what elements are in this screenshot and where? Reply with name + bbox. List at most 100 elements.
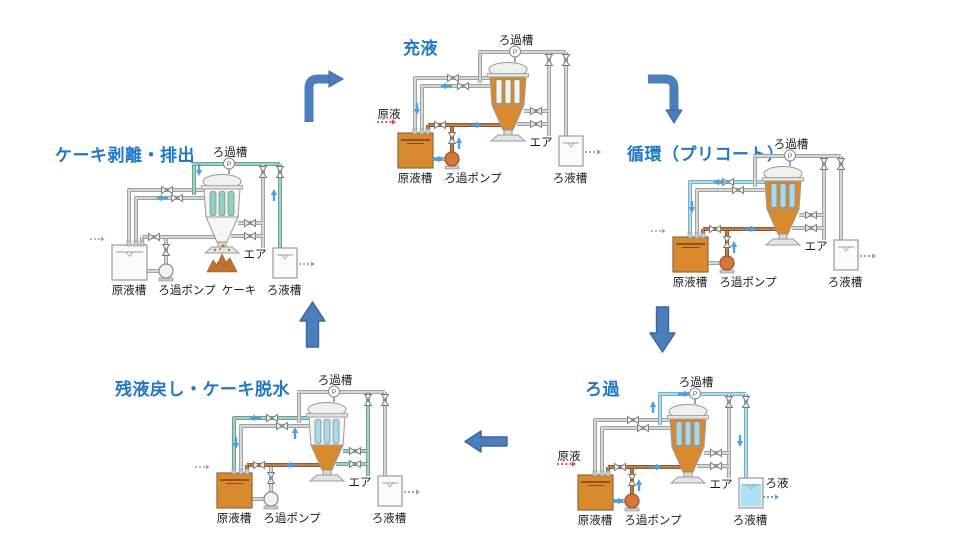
inflow-icon	[195, 464, 210, 470]
valve-icon	[561, 54, 571, 66]
raw-liquid-tank	[216, 468, 253, 509]
filtrate-outflow-icon	[403, 489, 420, 495]
label: ろ液槽	[267, 283, 302, 297]
cycle-arrow-down	[649, 306, 676, 359]
valve-icon	[544, 54, 554, 66]
flow-arrow-icon	[249, 414, 261, 422]
flow-arrow-icon	[432, 155, 444, 163]
valve-icon	[161, 185, 173, 195]
valve-icon	[258, 166, 268, 178]
valve-icon	[614, 462, 626, 472]
valve-icon	[805, 223, 817, 233]
filtrate-tank	[833, 239, 859, 271]
valve-icon	[637, 423, 649, 433]
label: ケーキ	[222, 284, 257, 297]
cycle-arrow-elbow-right-down	[645, 70, 687, 133]
flow-arrow-icon	[413, 103, 421, 115]
label: ろ液槽	[372, 511, 407, 525]
stage-schematic-filling: P ろ過槽原液槽ろ過ポンプエアろ液槽原液	[376, 34, 601, 185]
svg-text:P: P	[693, 391, 697, 398]
flow-arrow-icon	[470, 121, 482, 129]
filtrate-outflow-icon	[859, 253, 876, 259]
label: エア	[349, 477, 372, 489]
pressure-gauge-icon	[223, 157, 235, 170]
label: エア	[244, 249, 267, 261]
flow-arrow-icon	[156, 194, 168, 202]
flow-arrow-icon	[195, 164, 203, 176]
flow-arrow-icon	[232, 437, 240, 449]
valve-icon	[171, 193, 183, 203]
pressure-gauge-icon	[328, 385, 340, 398]
svg-text:P: P	[332, 389, 336, 396]
valve-icon	[161, 244, 171, 256]
label: ろ液槽	[733, 513, 768, 527]
flow-arrow-icon	[678, 390, 690, 398]
valve-icon	[349, 459, 361, 469]
cake-pile	[206, 244, 238, 273]
label: 原液槽	[398, 171, 433, 185]
valve-icon	[457, 81, 469, 91]
valve-icon	[530, 119, 542, 129]
label: ろ過槽	[774, 138, 809, 151]
label: ろ過槽	[499, 34, 534, 47]
raw-liquid-tank	[577, 470, 614, 511]
raw-liquid-inflow-icon	[376, 119, 396, 125]
label: エア	[805, 241, 828, 253]
cycle-arrow-up	[299, 300, 326, 353]
filter-pump	[719, 255, 735, 274]
flow-arrow-icon	[745, 225, 757, 233]
flow-arrow-icon	[440, 82, 452, 90]
valve-icon	[244, 231, 256, 241]
raw-liquid-tank	[672, 232, 709, 273]
valve-icon	[722, 177, 734, 187]
flow-arrow-icon	[285, 461, 297, 469]
valve-icon	[819, 158, 829, 170]
stage-title-filling: 充液	[403, 39, 438, 58]
label: エア	[530, 137, 553, 149]
valve-icon	[741, 396, 751, 408]
stage-schematic-filtration: P ろ過槽原液槽ろ過ポンプエアろ液槽原液ろ液	[556, 376, 789, 527]
filter-vessel: P	[667, 387, 709, 484]
valve-icon	[447, 73, 459, 83]
label: 原液槽	[112, 283, 147, 297]
filter-pump	[624, 493, 640, 512]
label: 原液槽	[673, 275, 708, 289]
pressure-gauge-icon	[784, 149, 796, 162]
label: ろ液槽	[553, 171, 588, 185]
valve-icon	[722, 236, 732, 248]
flow-arrow-icon	[730, 241, 738, 253]
svg-text:P: P	[513, 49, 517, 56]
valve-icon	[275, 166, 285, 178]
filtrate-tank	[377, 475, 403, 507]
valve-icon	[266, 413, 278, 423]
stage-schematic-discharge: P ろ過槽原液槽ろ過ポンプ	[90, 146, 315, 297]
label: ろ過ポンプ	[158, 284, 216, 297]
label: ろ過ポンプ	[263, 512, 321, 525]
valve-icon	[530, 106, 542, 116]
valve-icon	[266, 472, 276, 484]
label: ろ過ポンプ	[719, 276, 777, 289]
flow-arrow-icon	[612, 497, 624, 505]
flow-arrow-icon	[650, 463, 662, 471]
valve-icon	[724, 396, 734, 408]
filtrate-outflow-icon	[584, 149, 601, 155]
flow-arrow-icon	[635, 479, 643, 491]
valve-icon	[363, 394, 373, 406]
valve-icon	[710, 461, 722, 471]
valve-icon	[732, 185, 744, 195]
filter-vessel: P	[762, 149, 804, 246]
filter-vessel: P	[487, 45, 529, 142]
flow-arrow-icon	[688, 201, 696, 213]
raw-liquid-tank	[111, 240, 148, 281]
valve-icon	[253, 460, 265, 470]
valve-icon	[148, 232, 160, 242]
valve-icon	[244, 218, 256, 228]
flow-arrow-icon	[736, 435, 744, 447]
filter-vessel: P	[201, 157, 243, 254]
label: ろ過槽	[679, 376, 714, 389]
label: ろ液槽	[828, 275, 863, 289]
filtrate-tank	[738, 477, 764, 509]
label: エア	[710, 479, 733, 491]
flow-arrow-icon	[270, 189, 278, 201]
